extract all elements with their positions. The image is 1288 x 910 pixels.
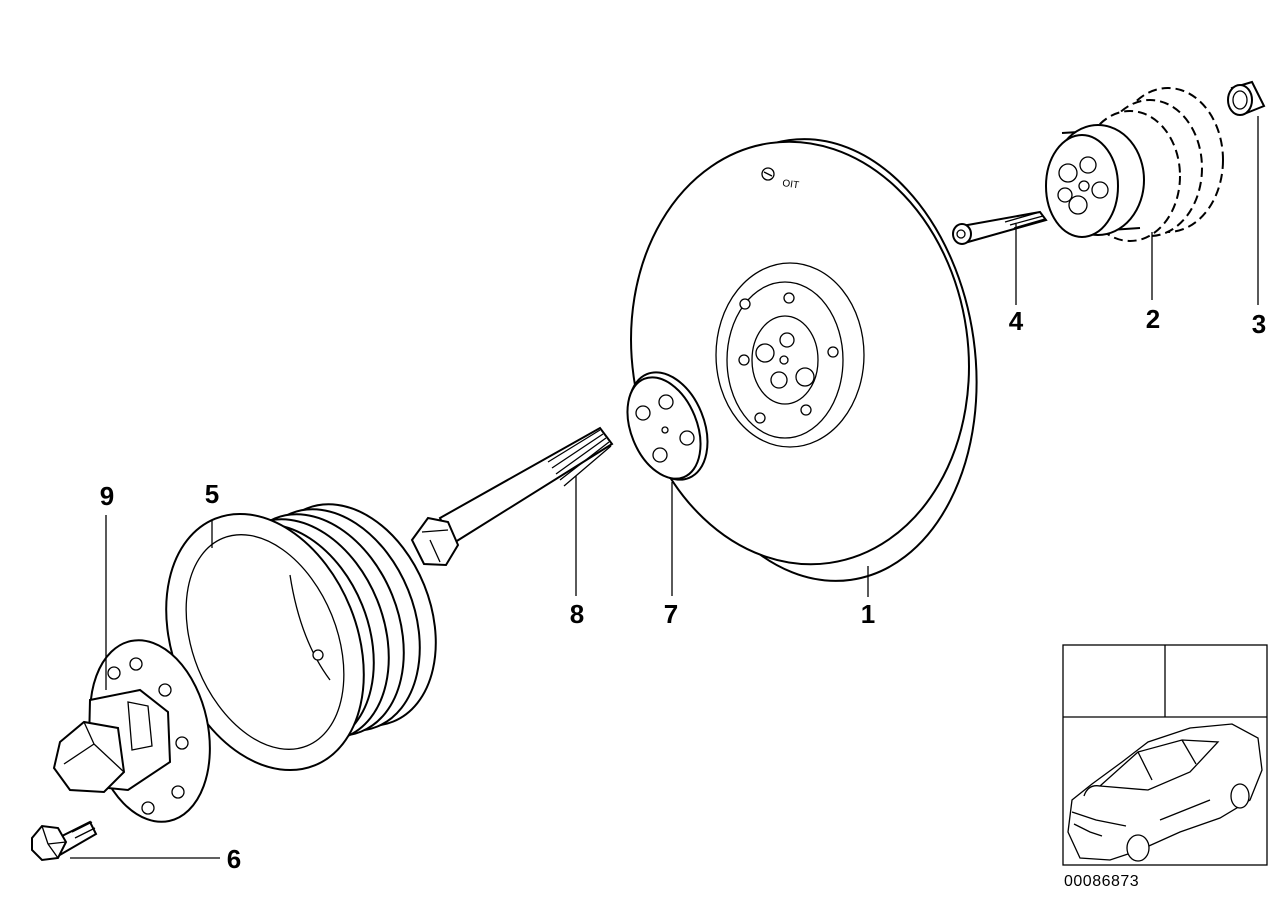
part-label-6: 6 bbox=[227, 844, 241, 874]
part-label-2: 2 bbox=[1146, 304, 1160, 334]
sprocket-assembly[interactable] bbox=[1045, 87, 1224, 242]
part-label-7: 7 bbox=[664, 599, 678, 629]
belt-pulley[interactable] bbox=[130, 478, 467, 799]
bushing[interactable] bbox=[1227, 80, 1266, 116]
part-label-5: 5 bbox=[205, 479, 219, 509]
part-label-8: 8 bbox=[570, 599, 584, 629]
thrust-washer[interactable] bbox=[614, 361, 723, 492]
central-bolt[interactable] bbox=[410, 426, 614, 567]
hex-bolt[interactable] bbox=[31, 820, 98, 862]
car-silhouette bbox=[1067, 723, 1263, 862]
leader-lines bbox=[70, 116, 1259, 859]
flywheel-marking: OIT bbox=[782, 178, 800, 191]
part-label-1: 1 bbox=[861, 599, 875, 629]
vehicle-inset bbox=[1062, 644, 1268, 866]
part-label-3: 3 bbox=[1252, 309, 1266, 339]
hub-adapter[interactable] bbox=[52, 629, 226, 833]
flywheel-disc[interactable] bbox=[604, 119, 1004, 602]
small-bolt[interactable] bbox=[952, 210, 1048, 245]
image-code: 00086873 bbox=[1064, 873, 1139, 890]
part-label-4: 4 bbox=[1009, 306, 1024, 336]
part-label-9: 9 bbox=[100, 481, 114, 511]
